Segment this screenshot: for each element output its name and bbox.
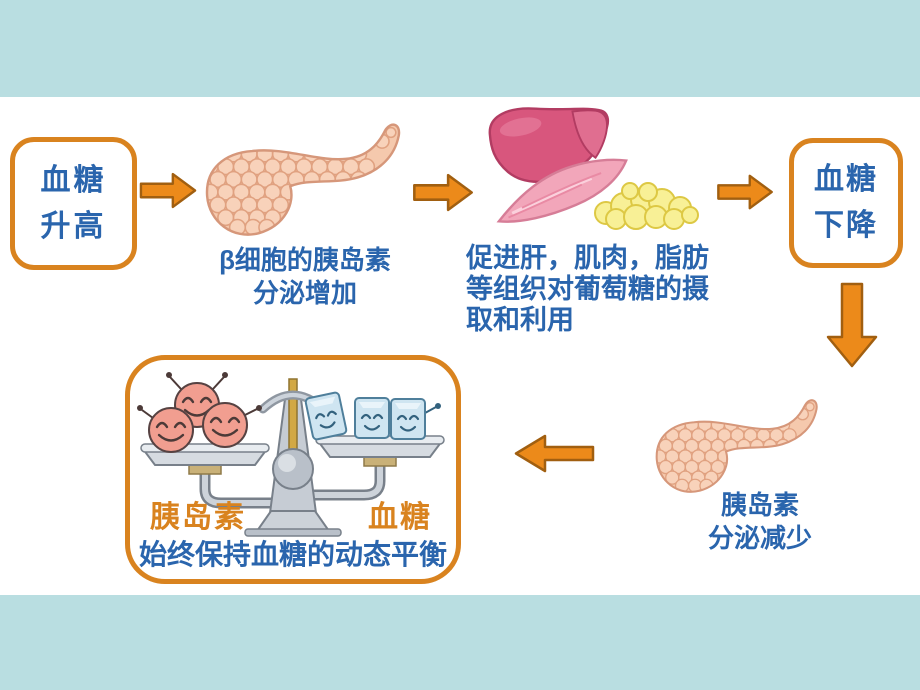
glucose-label: 血糖: [368, 501, 432, 534]
pancreas-increase-label-line1: β细胞的胰岛素: [219, 245, 391, 275]
balance-arms: [199, 453, 386, 509]
glucose-rise-line2: 升高: [40, 209, 107, 243]
glucose-rise-box: 血糖 升高: [10, 137, 137, 270]
glucose-fall-box: 血糖 下降: [789, 138, 903, 268]
pancreas-decrease-label: 胰岛素 分泌减少: [665, 489, 855, 555]
pancreas-decrease-label-line2: 分泌减少: [707, 523, 812, 553]
arrow-down-icon: [826, 282, 878, 368]
insulin-smiley-balls-icon: [137, 372, 262, 453]
glucose-fall-line1: 血糖: [814, 163, 878, 196]
arrow-left-icon: [513, 432, 595, 475]
fat-icon: [594, 182, 699, 230]
arrow-right-icon: [139, 169, 197, 212]
organs-label: 促进肝，肌肉，脂肪 等组织对葡萄糖的摄 取和利用: [466, 243, 756, 336]
muscle-icon: [496, 158, 628, 223]
arrow-right-icon: [412, 171, 474, 214]
organs-label-line3: 取和利用: [466, 305, 574, 335]
glucose-smiley-cubes-icon: [304, 391, 441, 441]
organs-label-line1: 促进肝，肌肉，脂肪: [466, 243, 709, 273]
glucose-rise-line1: 血糖: [40, 163, 107, 197]
balance-scale-icon: [137, 372, 445, 537]
organs-label-line2: 等组织对葡萄糖的摄: [466, 274, 709, 304]
arrow-right-icon: [715, 172, 775, 212]
balance-caption: 始终保持血糖的动态平衡: [138, 539, 447, 570]
balance-right-pan: [315, 435, 445, 467]
pancreas-decrease-label-line1: 胰岛素: [720, 490, 799, 520]
insulin-label: 胰岛素: [150, 501, 246, 534]
pancreas-icon: [645, 388, 825, 498]
glucose-fall-line2: 下降: [814, 209, 878, 242]
pancreas-increase-label-line2: 分泌增加: [252, 278, 357, 308]
pancreas-increase-label: β细胞的胰岛素 分泌增加: [180, 244, 430, 310]
balance-post: [244, 378, 342, 537]
pancreas-icon: [193, 110, 409, 242]
